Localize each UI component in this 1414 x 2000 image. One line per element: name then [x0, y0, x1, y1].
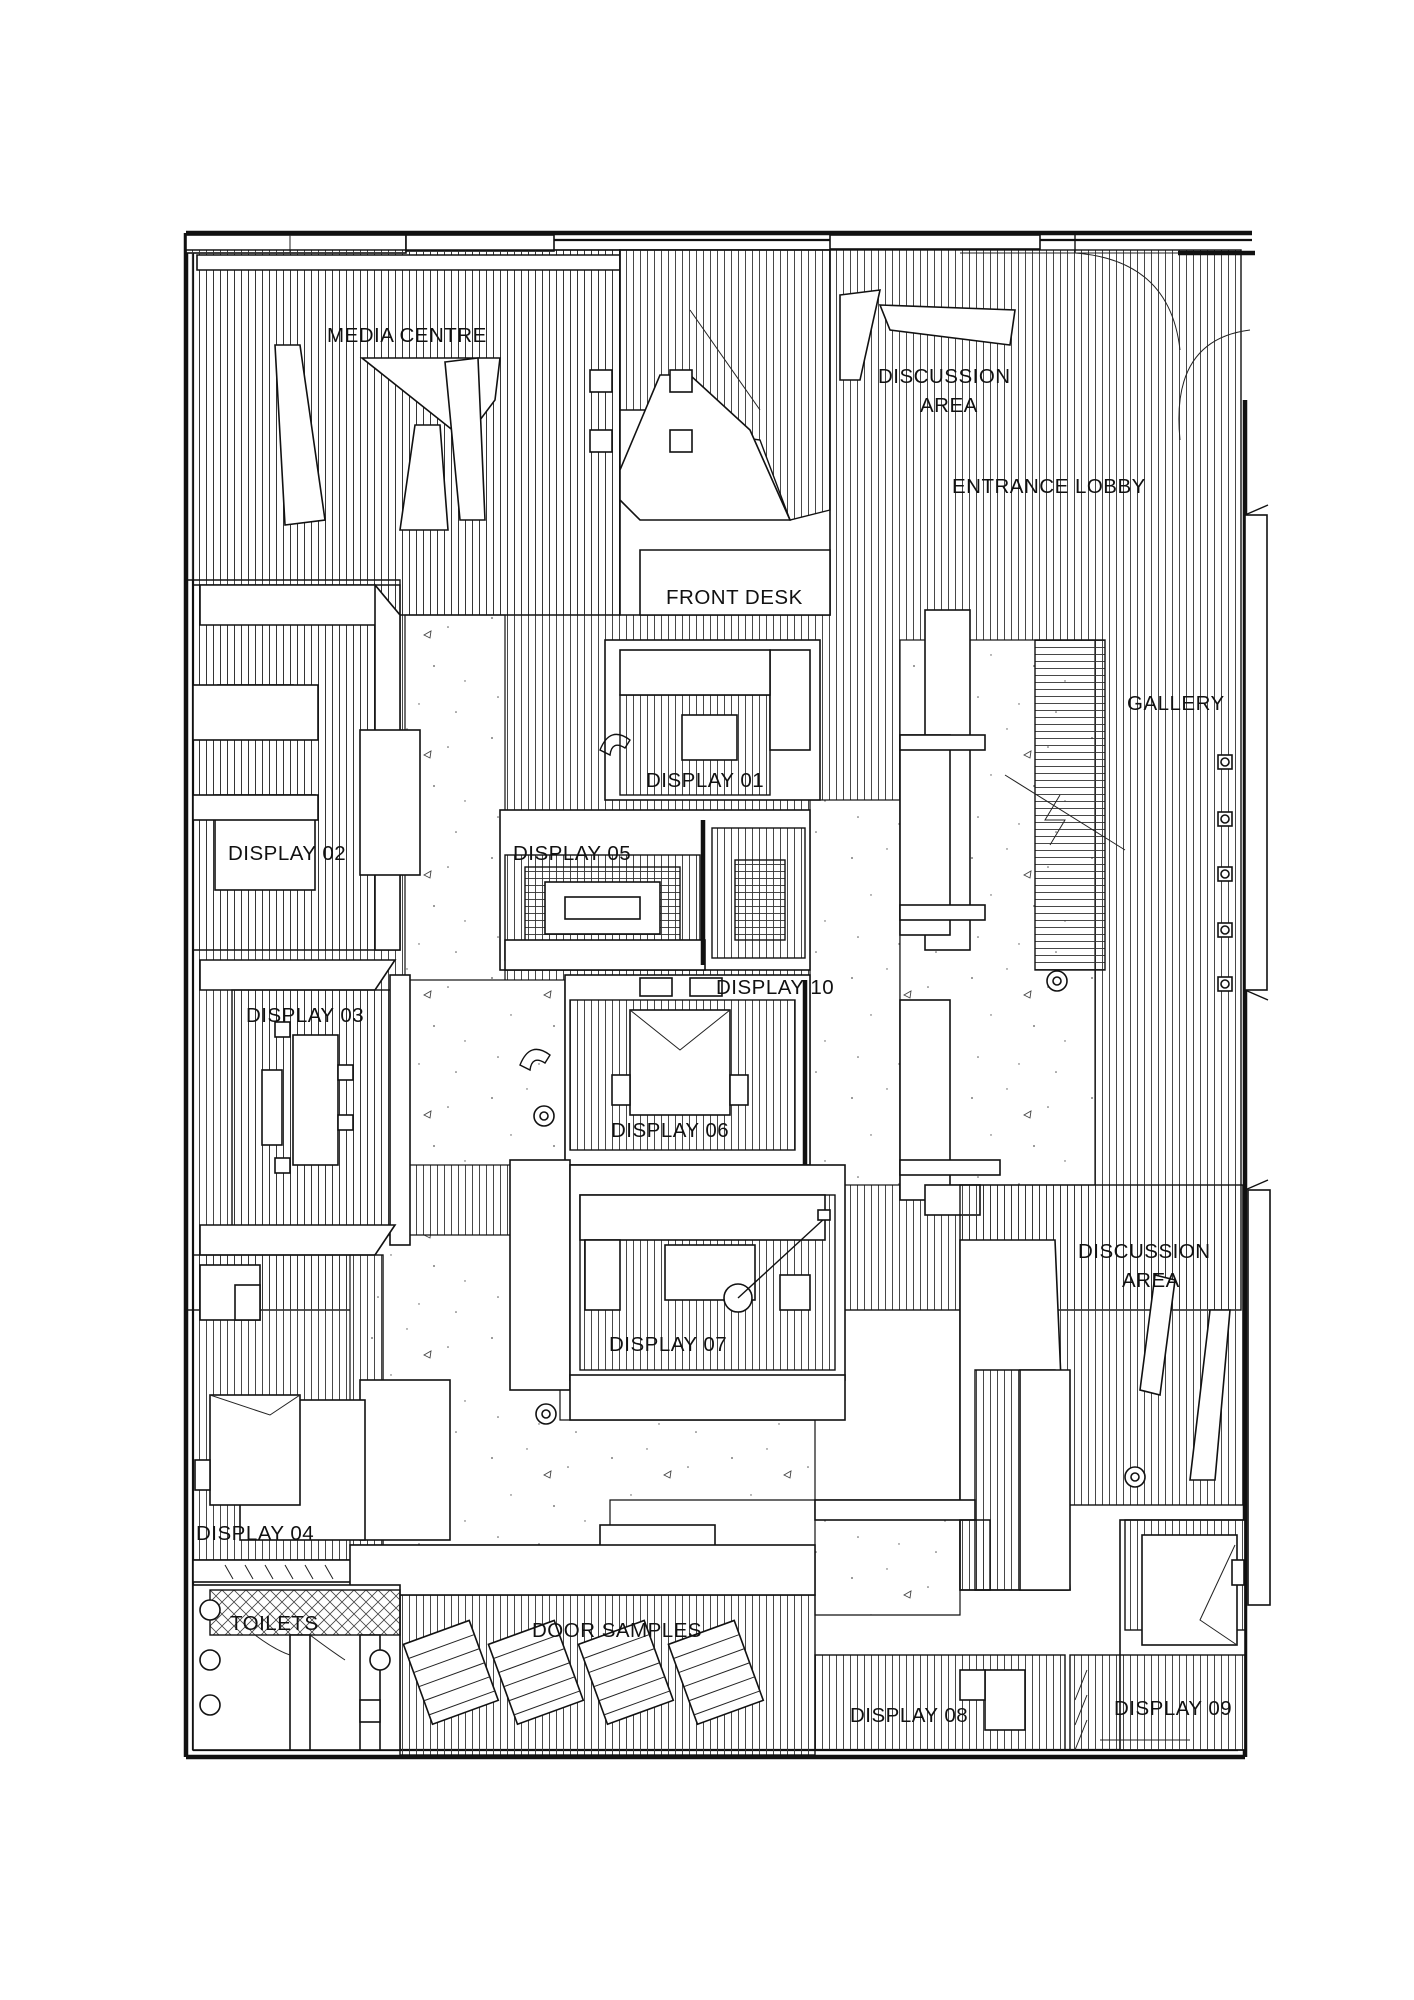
label-door-samples: DOOR SAMPLES [532, 1619, 702, 1642]
label-gallery: GALLERY [1127, 692, 1225, 715]
label-discussion-area-right-line2: AREA [1122, 1269, 1180, 1292]
label-display-07: DISPLAY 07 [609, 1333, 727, 1356]
label-display-06: DISPLAY 06 [611, 1119, 729, 1142]
label-display-10: DISPLAY 10 [716, 976, 834, 999]
door-sample-racks [402, 1619, 765, 1726]
label-display-02: DISPLAY 02 [228, 842, 346, 865]
label-media-centre: MEDIA CENTRE [327, 324, 487, 347]
label-discussion-area-right-line1: DISCUSSION [1078, 1240, 1211, 1263]
label-front-desk: FRONT DESK [666, 586, 803, 609]
label-display-01: DISPLAY 01 [646, 769, 764, 792]
label-discussion-area-top-line2: AREA [920, 394, 978, 417]
label-toilets: TOILETS [230, 1612, 319, 1635]
label-display-04: DISPLAY 04 [196, 1522, 314, 1545]
label-display-09: DISPLAY 09 [1114, 1697, 1232, 1720]
label-display-03: DISPLAY 03 [246, 1004, 364, 1027]
label-display-05: DISPLAY 05 [513, 842, 631, 865]
label-entrance-lobby: ENTRANCE LOBBY [952, 475, 1146, 498]
label-display-08: DISPLAY 08 [850, 1704, 968, 1727]
gallery-fixtures [1217, 754, 1233, 992]
label-discussion-area-top-line1: DISCUSSION [878, 365, 1011, 388]
